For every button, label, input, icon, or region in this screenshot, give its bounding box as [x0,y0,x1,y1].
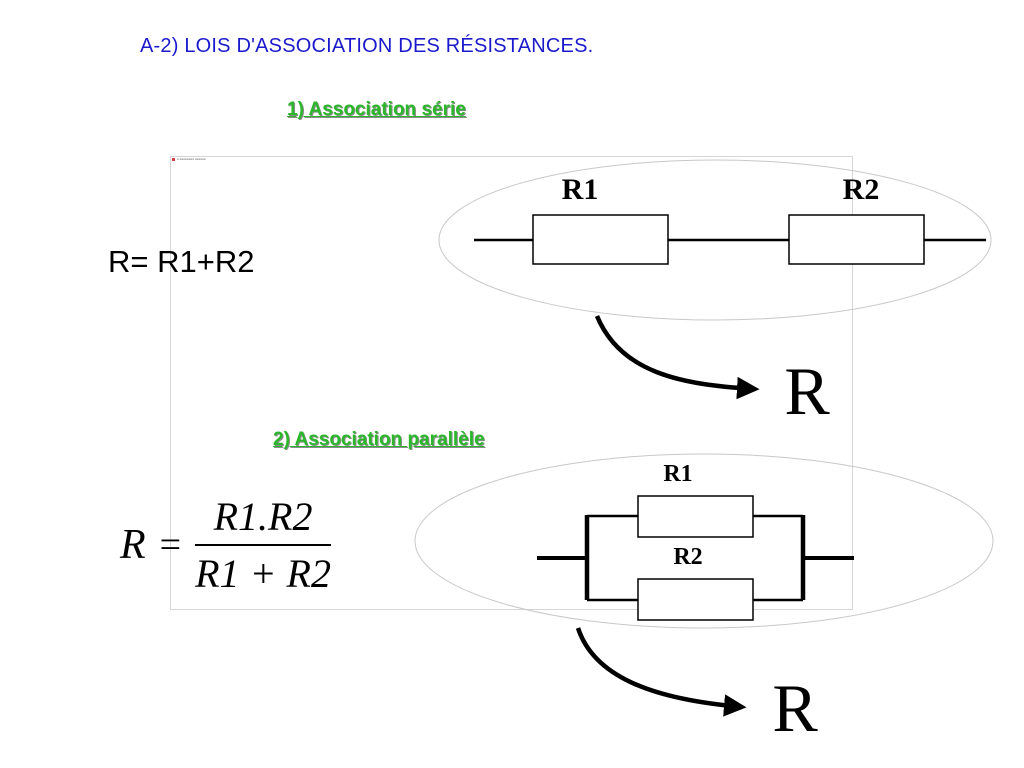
series-r1-label: R1 [562,173,599,206]
parallel-r1-label: R1 [663,461,692,487]
series-heading: 1) Association série [287,99,466,120]
formula-denominator: R1 + R2 [195,550,331,596]
parallel-formula: R = R1.R2 R1 + R2 [120,493,335,597]
parallel-heading: 2) Association parallèle [273,429,485,450]
parallel-highlight-ellipse [414,453,994,629]
series-formula: R= R1+R2 [108,244,255,279]
parallel-resistor-r1 [637,495,754,538]
formula-numerator: R1.R2 [213,494,313,539]
formula-lhs: R [120,521,146,568]
frame-marker [172,158,175,161]
series-r2-label: R2 [843,173,880,206]
parallel-arrow [575,627,747,717]
embedded-frame: ■ ■■■■■■■■ ■■■■■■ [170,156,853,610]
series-resistor-r2 [788,214,925,265]
frame-caption: ■ ■■■■■■■■ ■■■■■■ [177,157,206,161]
formula-fraction: R1.R2 R1 + R2 [191,493,335,597]
parallel-resistor-r2 [637,578,754,621]
parallel-r2-label: R2 [673,544,702,570]
series-highlight-ellipse [438,159,992,321]
slide-title: A-2) LOIS D'ASSOCIATION DES RÉSISTANCES. [140,35,594,57]
fraction-bar [195,544,332,546]
series-resistor-r1 [532,214,669,265]
formula-equals: = [159,523,182,566]
parallel-result-label: R [772,670,818,746]
series-result-label: R [784,353,830,429]
series-arrow [594,315,760,400]
